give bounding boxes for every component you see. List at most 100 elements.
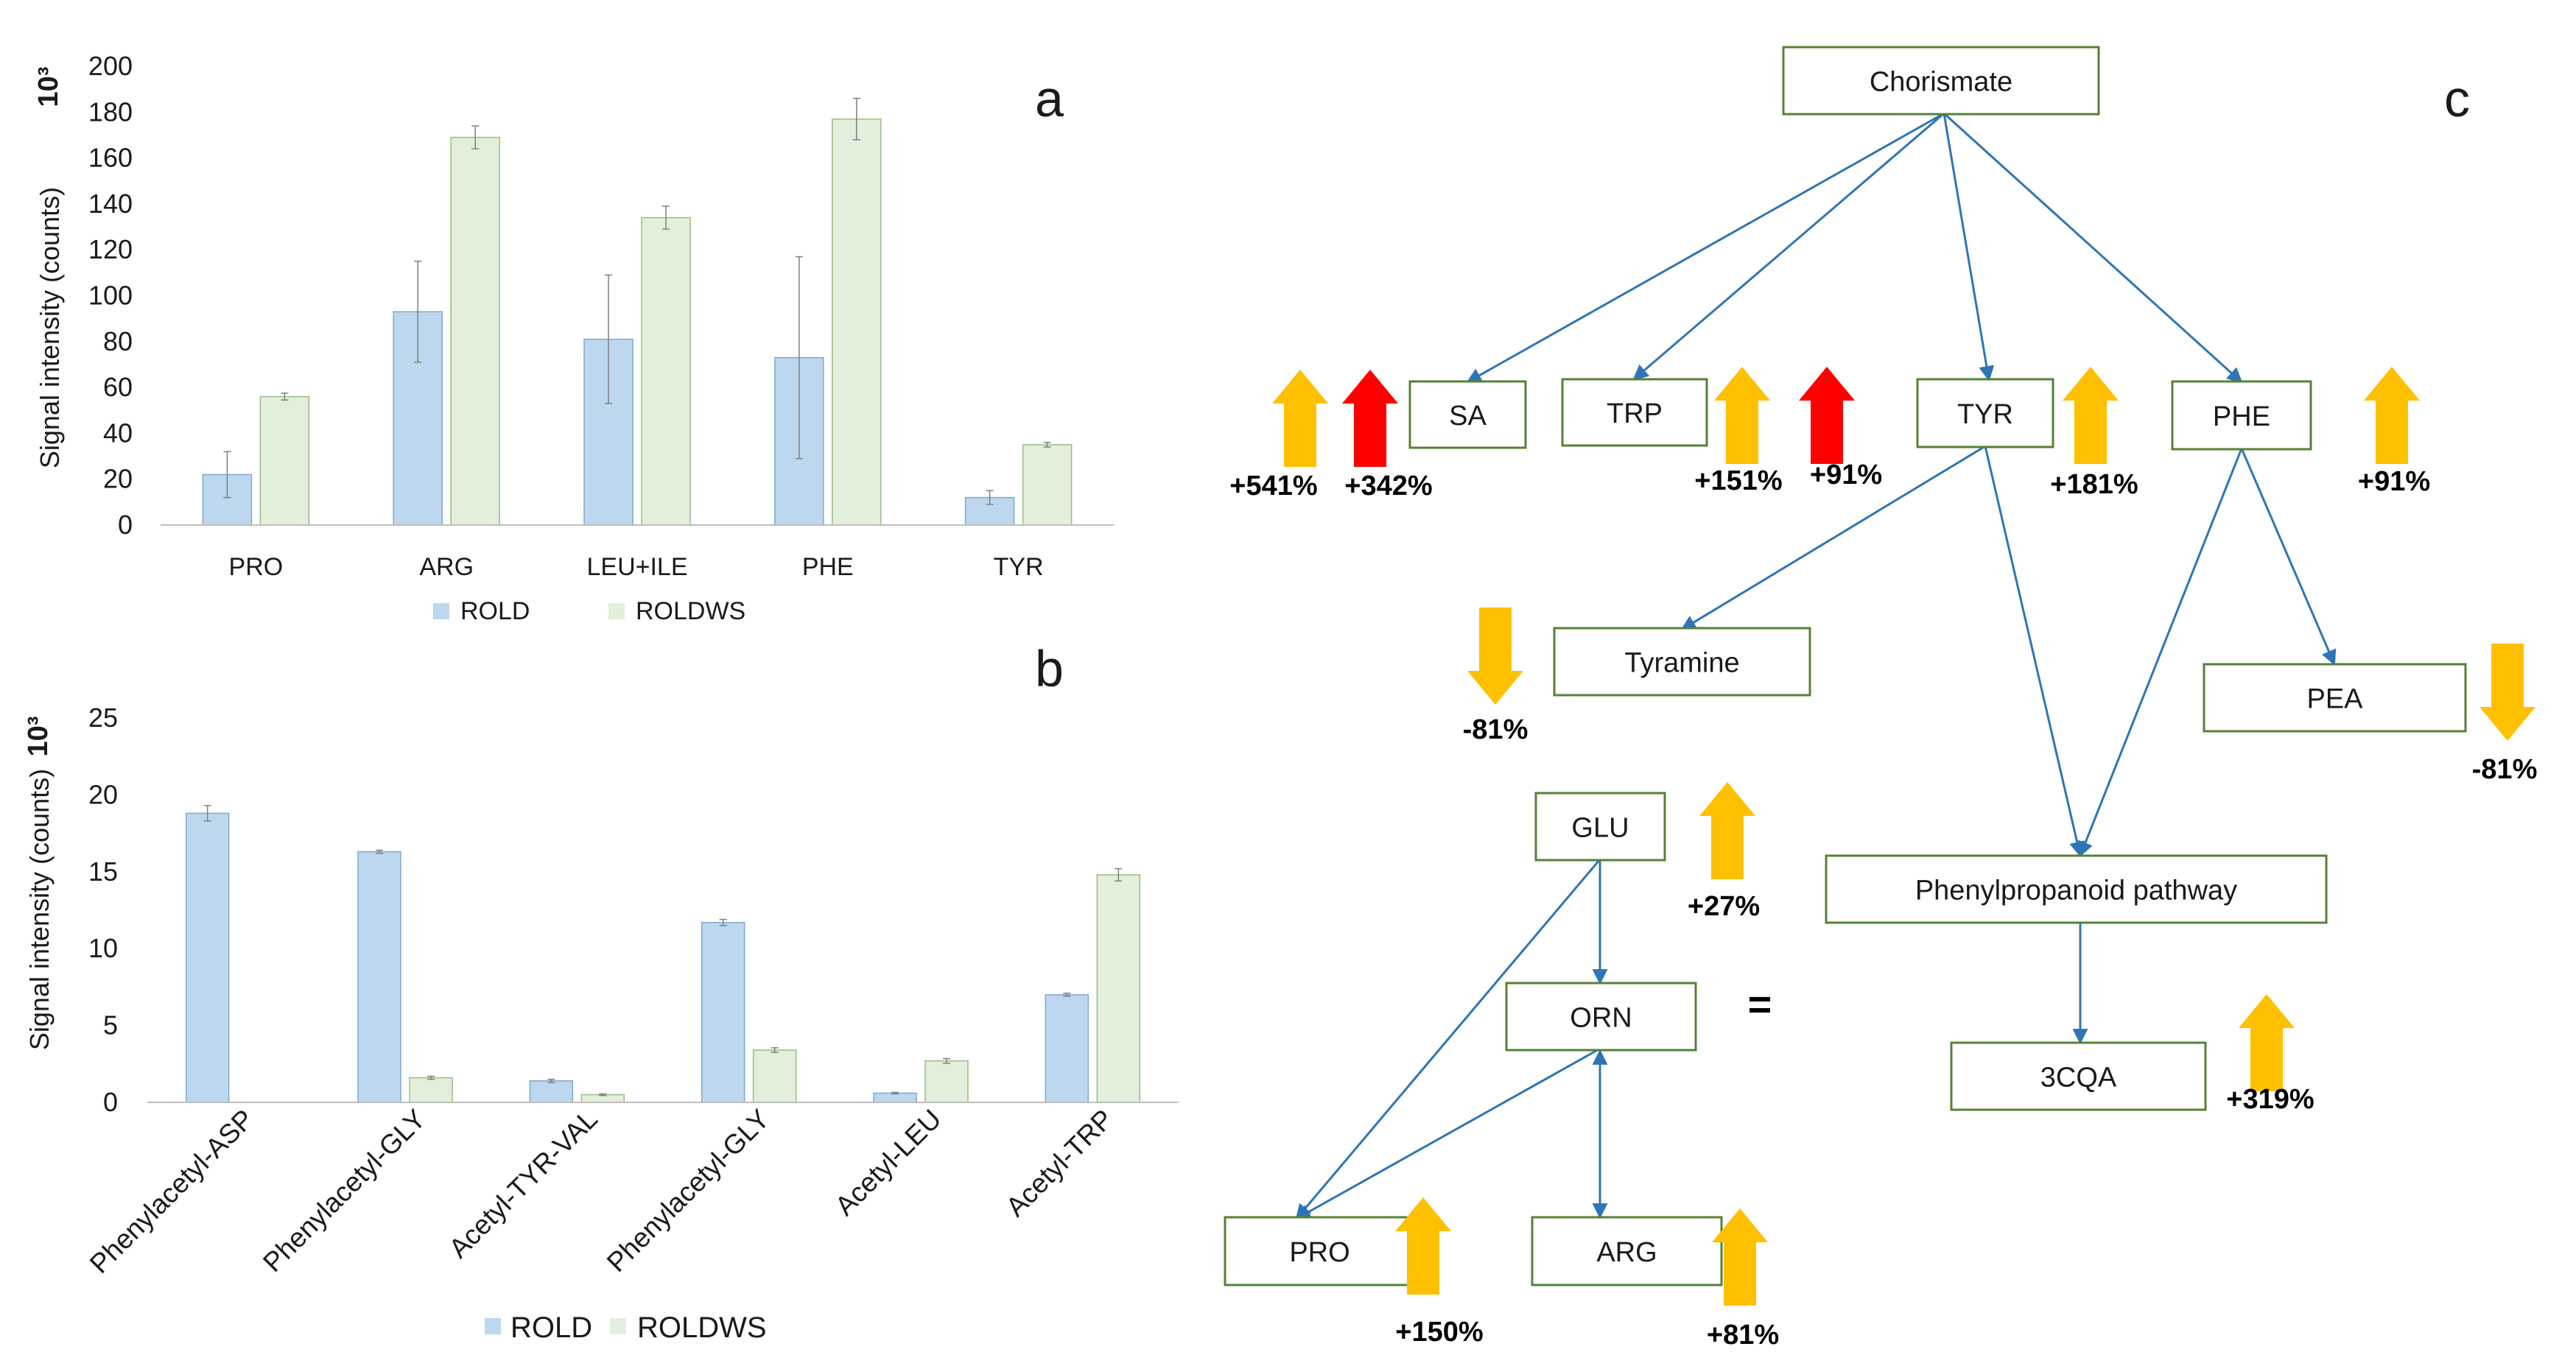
chart-b-legend: ROLD ROLDWS (485, 1312, 767, 1344)
legend-label-roldws: ROLDWS (637, 1312, 767, 1344)
node-box (1505, 982, 1697, 1052)
y-tick-label: 120 (88, 234, 133, 264)
node-box (1950, 1041, 2207, 1111)
up-arrow-icon (2364, 367, 2420, 464)
node-tyr: TYR (1916, 378, 2054, 448)
chart-a-y-axis-title: Signal intensity (counts) (35, 187, 65, 468)
node-box (1916, 378, 2054, 448)
x-tick-label: TYR (994, 553, 1044, 581)
panel-label-c: c (2444, 70, 2470, 127)
node-label: ORN (1570, 1003, 1632, 1034)
panel-label-a: a (1035, 70, 1064, 127)
change-label: +181% (2050, 469, 2138, 500)
node-arg: ARG (1531, 1216, 1723, 1286)
indicator-sa-orange: +541% (1229, 370, 1328, 501)
node-tyramine: Tyramine (1553, 627, 1811, 697)
indicator-phe: +91% (2358, 367, 2430, 497)
bar-roldws (752, 1049, 797, 1103)
x-tick-label: ARG (419, 553, 474, 581)
chart-a-error-bars (223, 97, 1051, 505)
edge-orn-pro (1295, 1047, 1601, 1220)
down-arrow-icon (1467, 608, 1523, 705)
x-tick-label: LEU+ILE (586, 553, 687, 581)
node-label: PRO (1289, 1237, 1350, 1268)
node-pro: PRO (1224, 1216, 1416, 1286)
bar-roldws (924, 1060, 969, 1103)
node-orn: ORN (1505, 982, 1697, 1052)
edge-glu-pro (1295, 859, 1601, 1220)
panel-label-b: b (1035, 640, 1064, 697)
node-box (2203, 663, 2467, 733)
legend-swatch-roldws (608, 603, 625, 619)
indicator-trp-red: +91% (1799, 367, 1882, 490)
bar-roldws (450, 136, 500, 526)
indicator-pro: +150% (1395, 1197, 1484, 1348)
node-label: PHE (2213, 401, 2270, 432)
edge-chorismate-phe (1942, 112, 2243, 384)
node-label: 3CQA (2040, 1063, 2117, 1094)
node-chorismate: Chorismate (1782, 46, 2100, 116)
indicator-pea: -81% (2472, 644, 2538, 785)
indicator-tyramine: -81% (1463, 608, 1529, 745)
chart-b-bars (185, 812, 1141, 1103)
y-tick-label: 15 (88, 856, 118, 887)
node-box (1534, 792, 1666, 862)
legend-swatch-rold (485, 1318, 501, 1334)
up-arrow-icon (1395, 1197, 1451, 1295)
legend-label-roldws: ROLDWS (636, 597, 745, 625)
change-label: +91% (2358, 466, 2430, 497)
pathway-indicators: +541%+342%+151%+91%+181%+91%-81%-81%+27%… (1229, 367, 2537, 1351)
node-label: SA (1449, 401, 1487, 432)
y-tick-label: 160 (88, 143, 133, 173)
bar-roldws (409, 1077, 453, 1103)
node-sa: SA (1408, 380, 1527, 449)
node-label: Tyramine (1624, 648, 1739, 679)
edge-chorismate-sa (1466, 112, 1945, 384)
indicator-cqa: +319% (2226, 994, 2314, 1115)
bar-rold (701, 921, 745, 1103)
bar-rold (185, 812, 230, 1103)
change-label: -81% (2472, 754, 2538, 785)
node-phenylpropanoid: Phenylpropanoid pathway (1825, 854, 2328, 924)
edge-chorismate-tyr (1942, 113, 1995, 382)
up-arrow-icon (1799, 367, 1855, 464)
indicator-glu: +27% (1688, 782, 1760, 922)
change-label: +319% (2226, 1084, 2314, 1115)
node-box (1561, 378, 1708, 447)
legend-swatch-roldws (610, 1318, 626, 1334)
change-label: +81% (1707, 1320, 1779, 1351)
edge-phe-phenylpropanoid (2078, 448, 2243, 857)
chart-a-legend: ROLD ROLDWS (433, 597, 745, 625)
indicator-arg: +81% (1707, 1208, 1779, 1351)
node-label: TYR (1957, 399, 2013, 430)
node-phe: PHE (2171, 380, 2312, 451)
x-tick-label: Acetyl-TRP (1000, 1104, 1119, 1222)
x-tick-label: Phenylacetyl-ASP (84, 1104, 259, 1279)
y-tick-label: 5 (103, 1010, 118, 1041)
x-tick-label: Acetyl-LEU (829, 1104, 947, 1222)
node-label: Chorismate (1870, 67, 2012, 98)
y-tick-label: 10 (88, 933, 118, 963)
bar-rold (529, 1080, 574, 1103)
bar-rold (1045, 994, 1089, 1103)
edge-tyr-tyramine (1680, 445, 1986, 631)
chart-a-y-unit: 10³ (33, 67, 64, 108)
node-box (1531, 1216, 1723, 1286)
equal-sign: = (1748, 981, 1772, 1027)
change-label: +91% (1810, 460, 1882, 490)
edge-tyr-phenylpropanoid (1984, 446, 2085, 858)
change-label: -81% (1463, 714, 1529, 745)
node-label: PEA (2306, 684, 2363, 715)
up-arrow-icon (1699, 782, 1755, 879)
indicator-tyr: +181% (2050, 367, 2138, 500)
y-tick-label: 200 (88, 51, 133, 81)
bar-rold (873, 1092, 917, 1103)
y-tick-label: 100 (88, 281, 133, 311)
y-tick-label: 0 (103, 1087, 118, 1117)
chart-a-bars (202, 118, 1073, 526)
